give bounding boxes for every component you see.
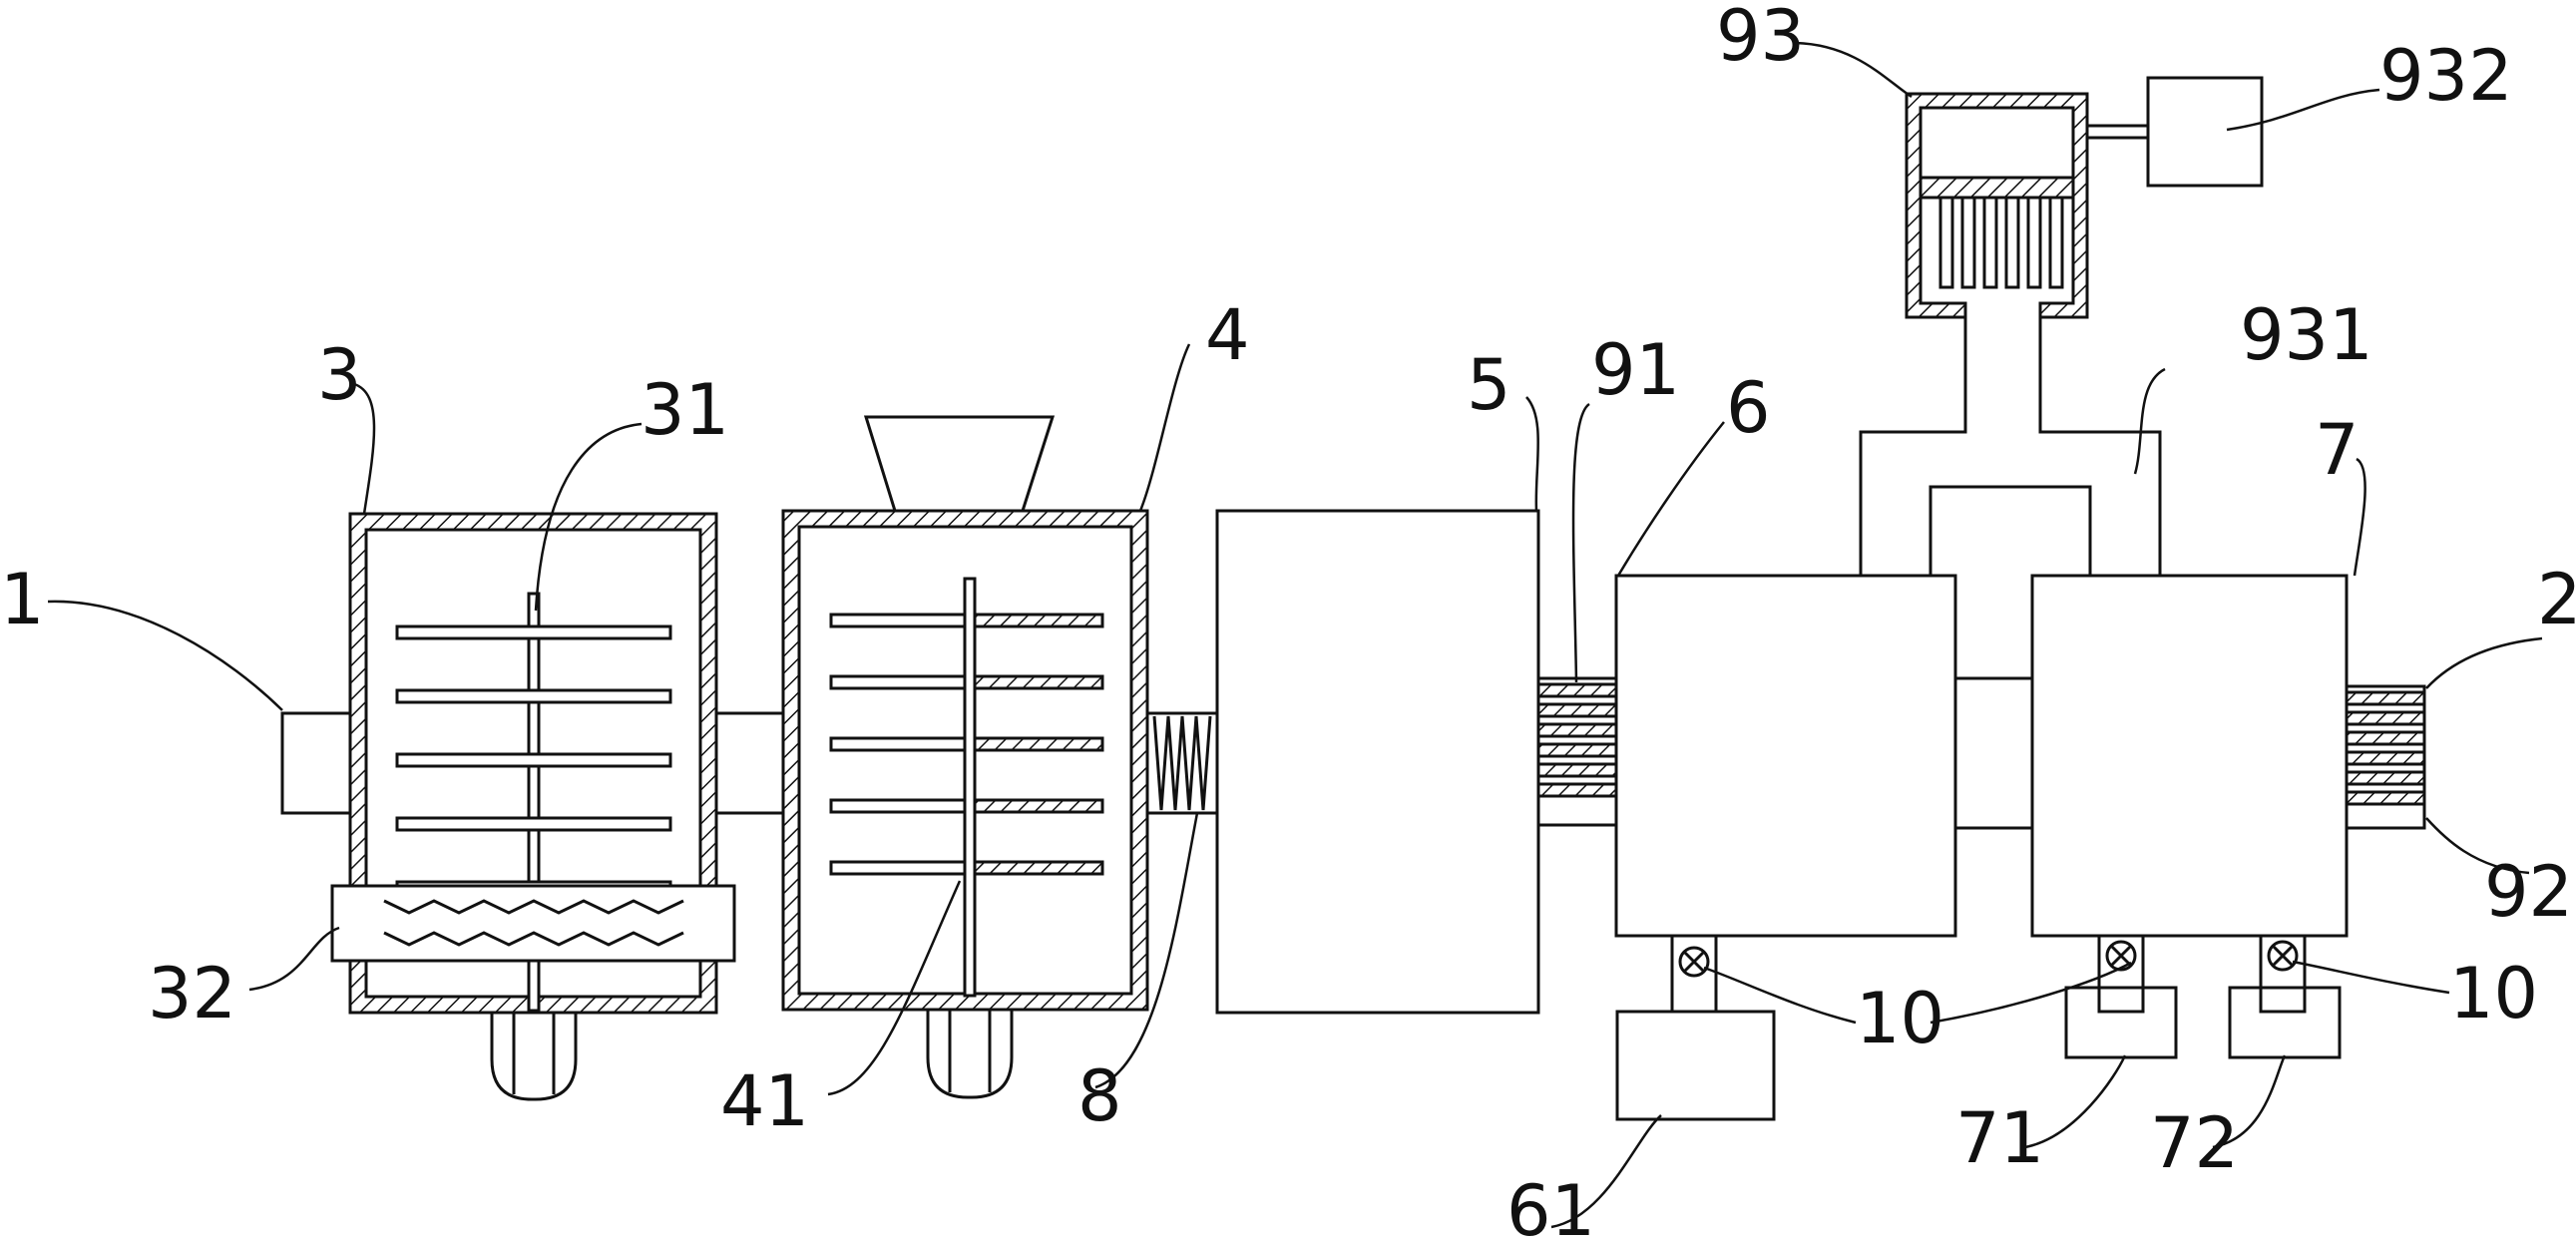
label-filter-92: 92 (2484, 851, 2573, 933)
collector-71 (2064, 986, 2178, 1059)
drain-pipe-71 (2097, 934, 2145, 1014)
label-pipe-931: 931 (2240, 294, 2373, 376)
motor-tank-4 (926, 1010, 1014, 1099)
label-collector-71: 71 (1955, 1097, 2044, 1179)
unit-6 (1614, 574, 1957, 1121)
mixing-tank-4 (781, 415, 1149, 1099)
pipe-3-to-4 (716, 711, 783, 815)
label-outlet-2: 2 (2537, 559, 2576, 640)
spray-unit-93 (1905, 76, 2264, 319)
label-motor-932: 932 (2379, 35, 2513, 117)
label-tank-4: 4 (1205, 294, 1250, 376)
heater-32 (330, 884, 736, 963)
mixing-tank-3 (330, 512, 736, 1101)
label-tank-3: 3 (317, 334, 362, 416)
label-unit-7: 7 (2315, 409, 2360, 491)
label-stirrer-41: 41 (720, 1060, 809, 1142)
pipe-network-931 (1859, 317, 2162, 576)
unit-5 (1215, 509, 1540, 1015)
label-unit-93: 93 (1716, 0, 1805, 77)
motor-tank-3 (490, 1013, 578, 1101)
label-filter-91: 91 (1591, 329, 1680, 411)
valve-10-mid (2105, 940, 2137, 972)
collector-72 (2228, 986, 2342, 1059)
label-inlet-1: 1 (0, 559, 45, 640)
label-collector-72: 72 (2150, 1102, 2239, 1184)
pipe-6-to-7 (1955, 676, 2032, 830)
feed-hopper (863, 415, 1056, 513)
leader-lines (47, 41, 2543, 1229)
label-unit-6: 6 (1726, 367, 1771, 449)
valve-10-right (2267, 940, 2299, 972)
motor-932 (2087, 76, 2264, 188)
inlet-pipe (280, 711, 352, 815)
drain-pipe-72 (2259, 934, 2307, 1014)
collector-61 (1615, 1010, 1776, 1121)
stirrer-41 (829, 577, 1104, 998)
spray-nozzles (1938, 196, 2064, 289)
label-valve-10-left: 10 (1856, 978, 1944, 1059)
label-unit-5: 5 (1467, 344, 1511, 426)
label-connector-8: 8 (1077, 1055, 1122, 1137)
label-heater-32: 32 (148, 953, 236, 1035)
filter-91 (1536, 676, 1618, 827)
label-collector-61: 61 (1506, 1170, 1595, 1243)
connector-8 (1145, 711, 1219, 815)
valve-10-left (1678, 946, 1710, 978)
filter-92 (2345, 684, 2426, 830)
label-stirrer-31: 31 (641, 369, 729, 451)
label-valve-10-right: 10 (2449, 953, 2538, 1035)
